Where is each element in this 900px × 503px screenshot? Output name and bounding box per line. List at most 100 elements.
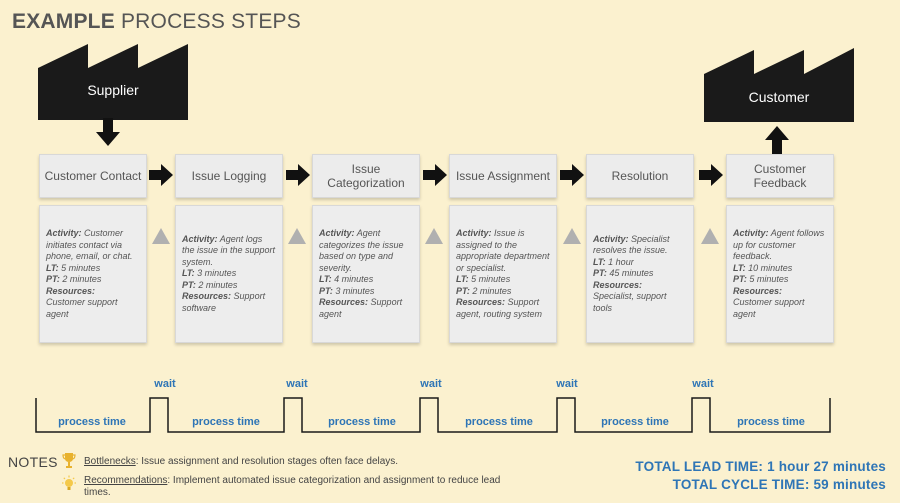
resources-value: Support software (182, 291, 266, 313)
inventory-triangle-icon (152, 228, 170, 244)
activity-text: Specialist resolves the issue. (593, 233, 670, 256)
resources-value: Support agent, routing system (456, 297, 543, 319)
lt-label: LT: (46, 262, 59, 273)
note-bottlenecks: Bottlenecks: Issue assignment and resolu… (84, 456, 504, 468)
step-header-customer-contact: Customer Contact (39, 154, 147, 198)
step-header-customer-feedback: Customer Feedback (726, 154, 834, 198)
inventory-triangle-icon (701, 228, 719, 244)
pt-value: 2 minutes (472, 285, 512, 296)
supplier-label: Supplier (87, 82, 139, 98)
lt-value: 4 minutes (334, 274, 374, 284)
pt-label: PT: (46, 274, 60, 284)
inventory-triangle-icon (563, 228, 581, 244)
arrow-right-icon (149, 164, 173, 186)
lt-value: 1 hour (608, 256, 634, 267)
activity-label: Activity: (46, 228, 82, 238)
step-detail-customer-contact: Activity: Customer initiates contact via… (39, 205, 147, 343)
lt-label: LT: (456, 274, 469, 284)
resources-label: Resources: (593, 279, 643, 290)
inventory-triangle-icon (425, 228, 443, 244)
arrow-right-icon (286, 164, 310, 186)
pt-value: 5 minutes (749, 274, 789, 284)
step-detail-issue-logging: Activity: Agent logs the issue in the su… (175, 205, 283, 343)
wait-label: wait (154, 378, 176, 390)
trophy-icon (62, 453, 76, 468)
inventory-triangle-icon (288, 228, 306, 244)
step-detail-customer-feedback: Activity: Agent follows up for customer … (726, 205, 834, 343)
lt-value: 5 minutes (61, 262, 101, 273)
activity-text: Customer initiates contact via phone, em… (46, 228, 133, 261)
pt-label: PT: (733, 274, 747, 284)
step-header-issue-categorization: Issue Categorization (312, 154, 420, 198)
bottlenecks-text: : Issue assignment and resolution stages… (135, 456, 399, 467)
pt-value: 2 minutes (62, 274, 102, 284)
process-time-label: process time (465, 416, 533, 428)
lightbulb-icon (62, 475, 76, 490)
supplier-factory: Supplier (38, 44, 188, 120)
activity-text: Issue is assigned to the appropriate dep… (456, 228, 550, 273)
wait-label: wait (556, 378, 578, 390)
resources-label: Resources: (733, 285, 783, 296)
resources-value: Customer support agent (46, 297, 118, 319)
resources-label: Resources: (46, 285, 96, 296)
pt-value: 45 minutes (609, 268, 654, 279)
recommendations-text: : Implement automated issue categorizati… (84, 475, 501, 498)
page-title: EXAMPLE PROCESS STEPS (12, 10, 301, 34)
step-detail-issue-categorization: Activity: Agent categorizes the issue ba… (312, 205, 420, 343)
step-header-issue-assignment: Issue Assignment (449, 154, 557, 198)
wait-label: wait (420, 378, 442, 390)
activity-text: Agent logs the issue in the support syst… (182, 233, 276, 267)
resources-value: Customer support agent (733, 297, 805, 319)
resources-label: Resources: (182, 291, 232, 302)
activity-label: Activity: (182, 233, 218, 244)
pt-label: PT: (456, 285, 470, 296)
arrow-right-icon (560, 164, 584, 186)
customer-factory-icon (704, 48, 854, 122)
lt-value: 10 minutes (748, 262, 793, 273)
activity-text: Agent follows up for customer feedback. (733, 228, 825, 261)
note-recommendations: Recommendations: Implement automated iss… (84, 475, 514, 499)
arrow-right-icon (423, 164, 447, 186)
recommendations-label: Recommendations (84, 475, 168, 486)
process-time-label: process time (328, 416, 396, 428)
resources-label: Resources: (456, 297, 506, 307)
page-title-rest: PROCESS STEPS (114, 10, 301, 33)
pt-value: 2 minutes (198, 279, 238, 290)
lt-label: LT: (319, 274, 332, 284)
resources-value: Specialist, support tools (593, 291, 667, 313)
step-header-resolution: Resolution (586, 154, 694, 198)
arrow-down-icon (96, 118, 120, 146)
bottlenecks-label: Bottlenecks (84, 456, 136, 467)
pt-label: PT: (319, 285, 333, 296)
arrow-up-icon (765, 126, 789, 154)
pt-label: PT: (593, 268, 607, 279)
step-detail-issue-assignment: Activity: Issue is assigned to the appro… (449, 205, 557, 343)
customer-factory: Customer (704, 48, 854, 122)
process-time-label: process time (737, 416, 805, 428)
activity-label: Activity: (319, 228, 355, 238)
supplier-factory-icon (38, 44, 188, 120)
wait-label: wait (286, 378, 308, 390)
resources-label: Resources: (319, 297, 369, 307)
lt-value: 5 minutes (471, 274, 511, 284)
step-header-issue-logging: Issue Logging (175, 154, 283, 198)
notes-heading: NOTES (8, 454, 58, 470)
process-time-label: process time (192, 416, 260, 428)
page-title-bold: EXAMPLE (12, 10, 115, 33)
lt-label: LT: (733, 262, 746, 273)
customer-label: Customer (748, 89, 810, 105)
lt-label: LT: (182, 268, 195, 279)
pt-value: 3 minutes (335, 285, 375, 296)
lt-label: LT: (593, 256, 606, 267)
activity-label: Activity: (593, 233, 629, 244)
wait-label: wait (692, 378, 714, 390)
step-detail-resolution: Activity: Specialist resolves the issue.… (586, 205, 694, 343)
process-time-label: process time (601, 416, 669, 428)
activity-label: Activity: (733, 228, 769, 238)
lt-value: 3 minutes (197, 268, 237, 279)
arrow-right-icon (699, 164, 723, 186)
process-time-label: process time (58, 416, 126, 428)
total-cycle-time: TOTAL CYCLE TIME: 59 minutes (672, 477, 886, 492)
activity-label: Activity: (456, 228, 492, 238)
activity-text: Agent categorizes the issue based on typ… (319, 228, 404, 273)
